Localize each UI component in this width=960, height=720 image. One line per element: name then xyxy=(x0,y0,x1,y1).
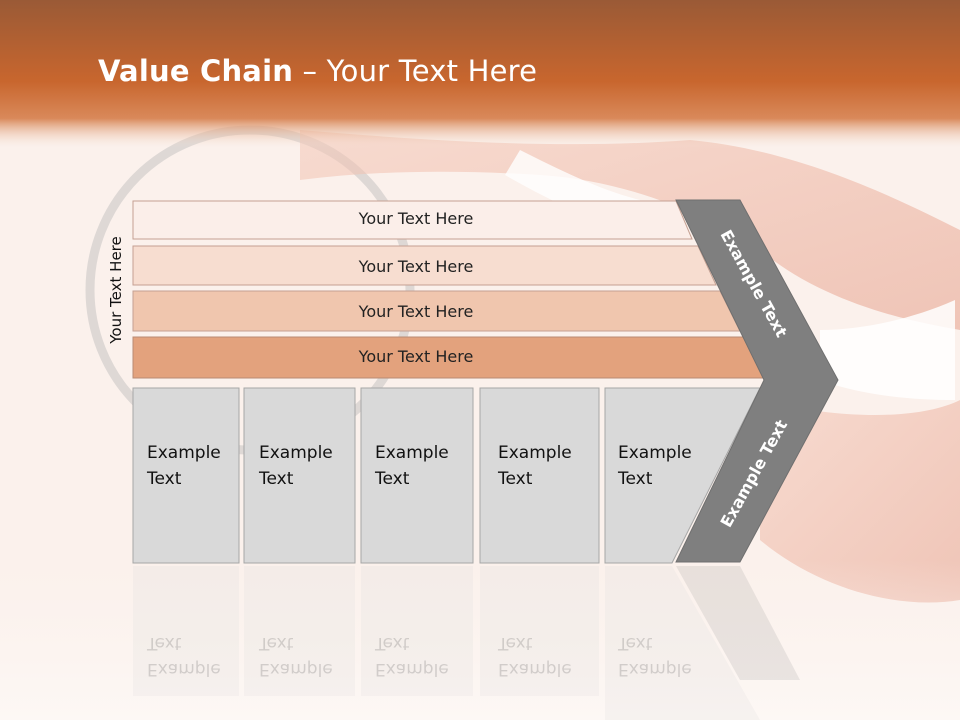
side-label: Your Text Here xyxy=(107,236,125,344)
box-shape-1 xyxy=(132,387,240,564)
box-label-3-line2: Text xyxy=(375,469,410,489)
box-reflection-5-line2: Text xyxy=(618,633,653,653)
box-reflection-1: Example Text xyxy=(147,630,221,682)
chevron-shape xyxy=(675,199,839,563)
bar-label-1: Your Text Here xyxy=(358,209,474,228)
box-label-3: Example Text xyxy=(375,440,449,492)
box-label-4-line1: Example xyxy=(498,443,572,463)
box-label-1-line1: Example xyxy=(147,443,221,463)
box-shape-4 xyxy=(479,387,600,564)
box-label-1: Example Text xyxy=(147,440,221,492)
box-reflection-4-line2: Text xyxy=(498,633,533,653)
box-label-2-line2: Text xyxy=(259,469,294,489)
box-shape-2 xyxy=(243,387,356,564)
box-label-1-line2: Text xyxy=(147,469,182,489)
bar-shape-2 xyxy=(132,245,717,286)
box-reflection-3-line2: Text xyxy=(375,633,410,653)
box-reflection-3-line1: Example xyxy=(375,659,449,679)
box-label-2-line1: Example xyxy=(259,443,333,463)
page-title: Value Chain – Your Text Here xyxy=(98,54,537,88)
box-reflection-1-line2: Text xyxy=(147,633,182,653)
bar-label-2: Your Text Here xyxy=(358,257,474,276)
box-label-5: Example Text xyxy=(618,440,692,492)
box-reflection-4: Example Text xyxy=(498,630,572,682)
box-label-2: Example Text xyxy=(259,440,333,492)
box-label-5-line1: Example xyxy=(618,443,692,463)
title-bold: Value Chain xyxy=(98,54,294,88)
box-shape-5 xyxy=(604,387,761,564)
box-reflection-5-line1: Example xyxy=(618,659,692,679)
box-reflection-2-line2: Text xyxy=(259,633,294,653)
box-reflection-5: Example Text xyxy=(618,630,692,682)
box-label-3-line1: Example xyxy=(375,443,449,463)
box-label-4-line2: Text xyxy=(498,469,533,489)
bar-label-4: Your Text Here xyxy=(358,347,474,366)
box-reflection-3: Example Text xyxy=(375,630,449,682)
title-rest: – Your Text Here xyxy=(293,54,538,88)
box-shape-3 xyxy=(360,387,474,564)
box-reflection-2: Example Text xyxy=(259,630,333,682)
bar-label-3: Your Text Here xyxy=(358,302,474,321)
box-label-5-line2: Text xyxy=(618,469,653,489)
bar-shape-1 xyxy=(132,200,693,240)
box-label-4: Example Text xyxy=(498,440,572,492)
box-reflection-4-line1: Example xyxy=(498,659,572,679)
box-reflection-2-line1: Example xyxy=(259,659,333,679)
box-reflection-1-line1: Example xyxy=(147,659,221,679)
